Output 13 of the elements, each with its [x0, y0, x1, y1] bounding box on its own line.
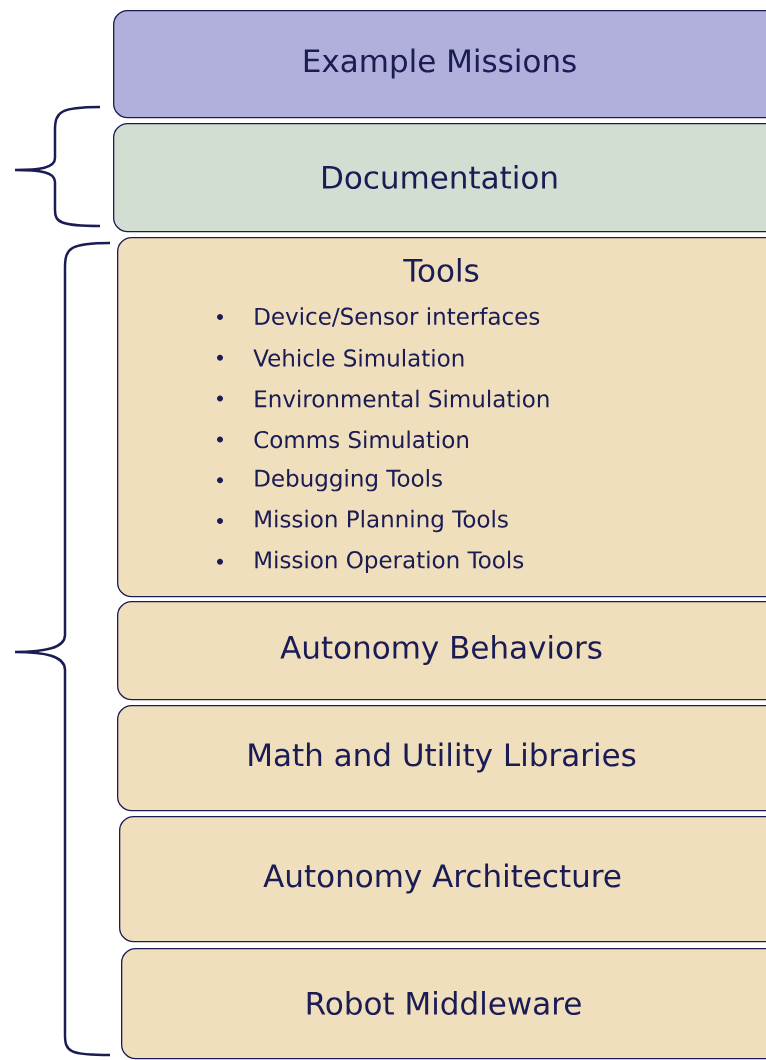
list-item: Debugging Tools — [217, 469, 442, 492]
list-item: Device/Sensor interfaces — [217, 307, 540, 327]
list-item: Mission Planning Tools — [217, 509, 508, 533]
layer-box: Robot Middleware — [121, 948, 766, 1060]
list-item: Comms Simulation — [217, 430, 468, 449]
layer-box: Autonomy Architecture — [119, 816, 766, 943]
layer-box: Autonomy Behaviors — [117, 601, 766, 701]
list-item: Mission Operation Tools — [217, 550, 524, 573]
layer-box: Documentation — [113, 123, 766, 233]
layer-box: Example Missions — [113, 10, 766, 119]
list-item: Vehicle Simulation — [217, 348, 464, 367]
layer-box: Math and Utility Libraries — [117, 705, 766, 812]
list-item: Environmental Simulation — [217, 389, 549, 408]
